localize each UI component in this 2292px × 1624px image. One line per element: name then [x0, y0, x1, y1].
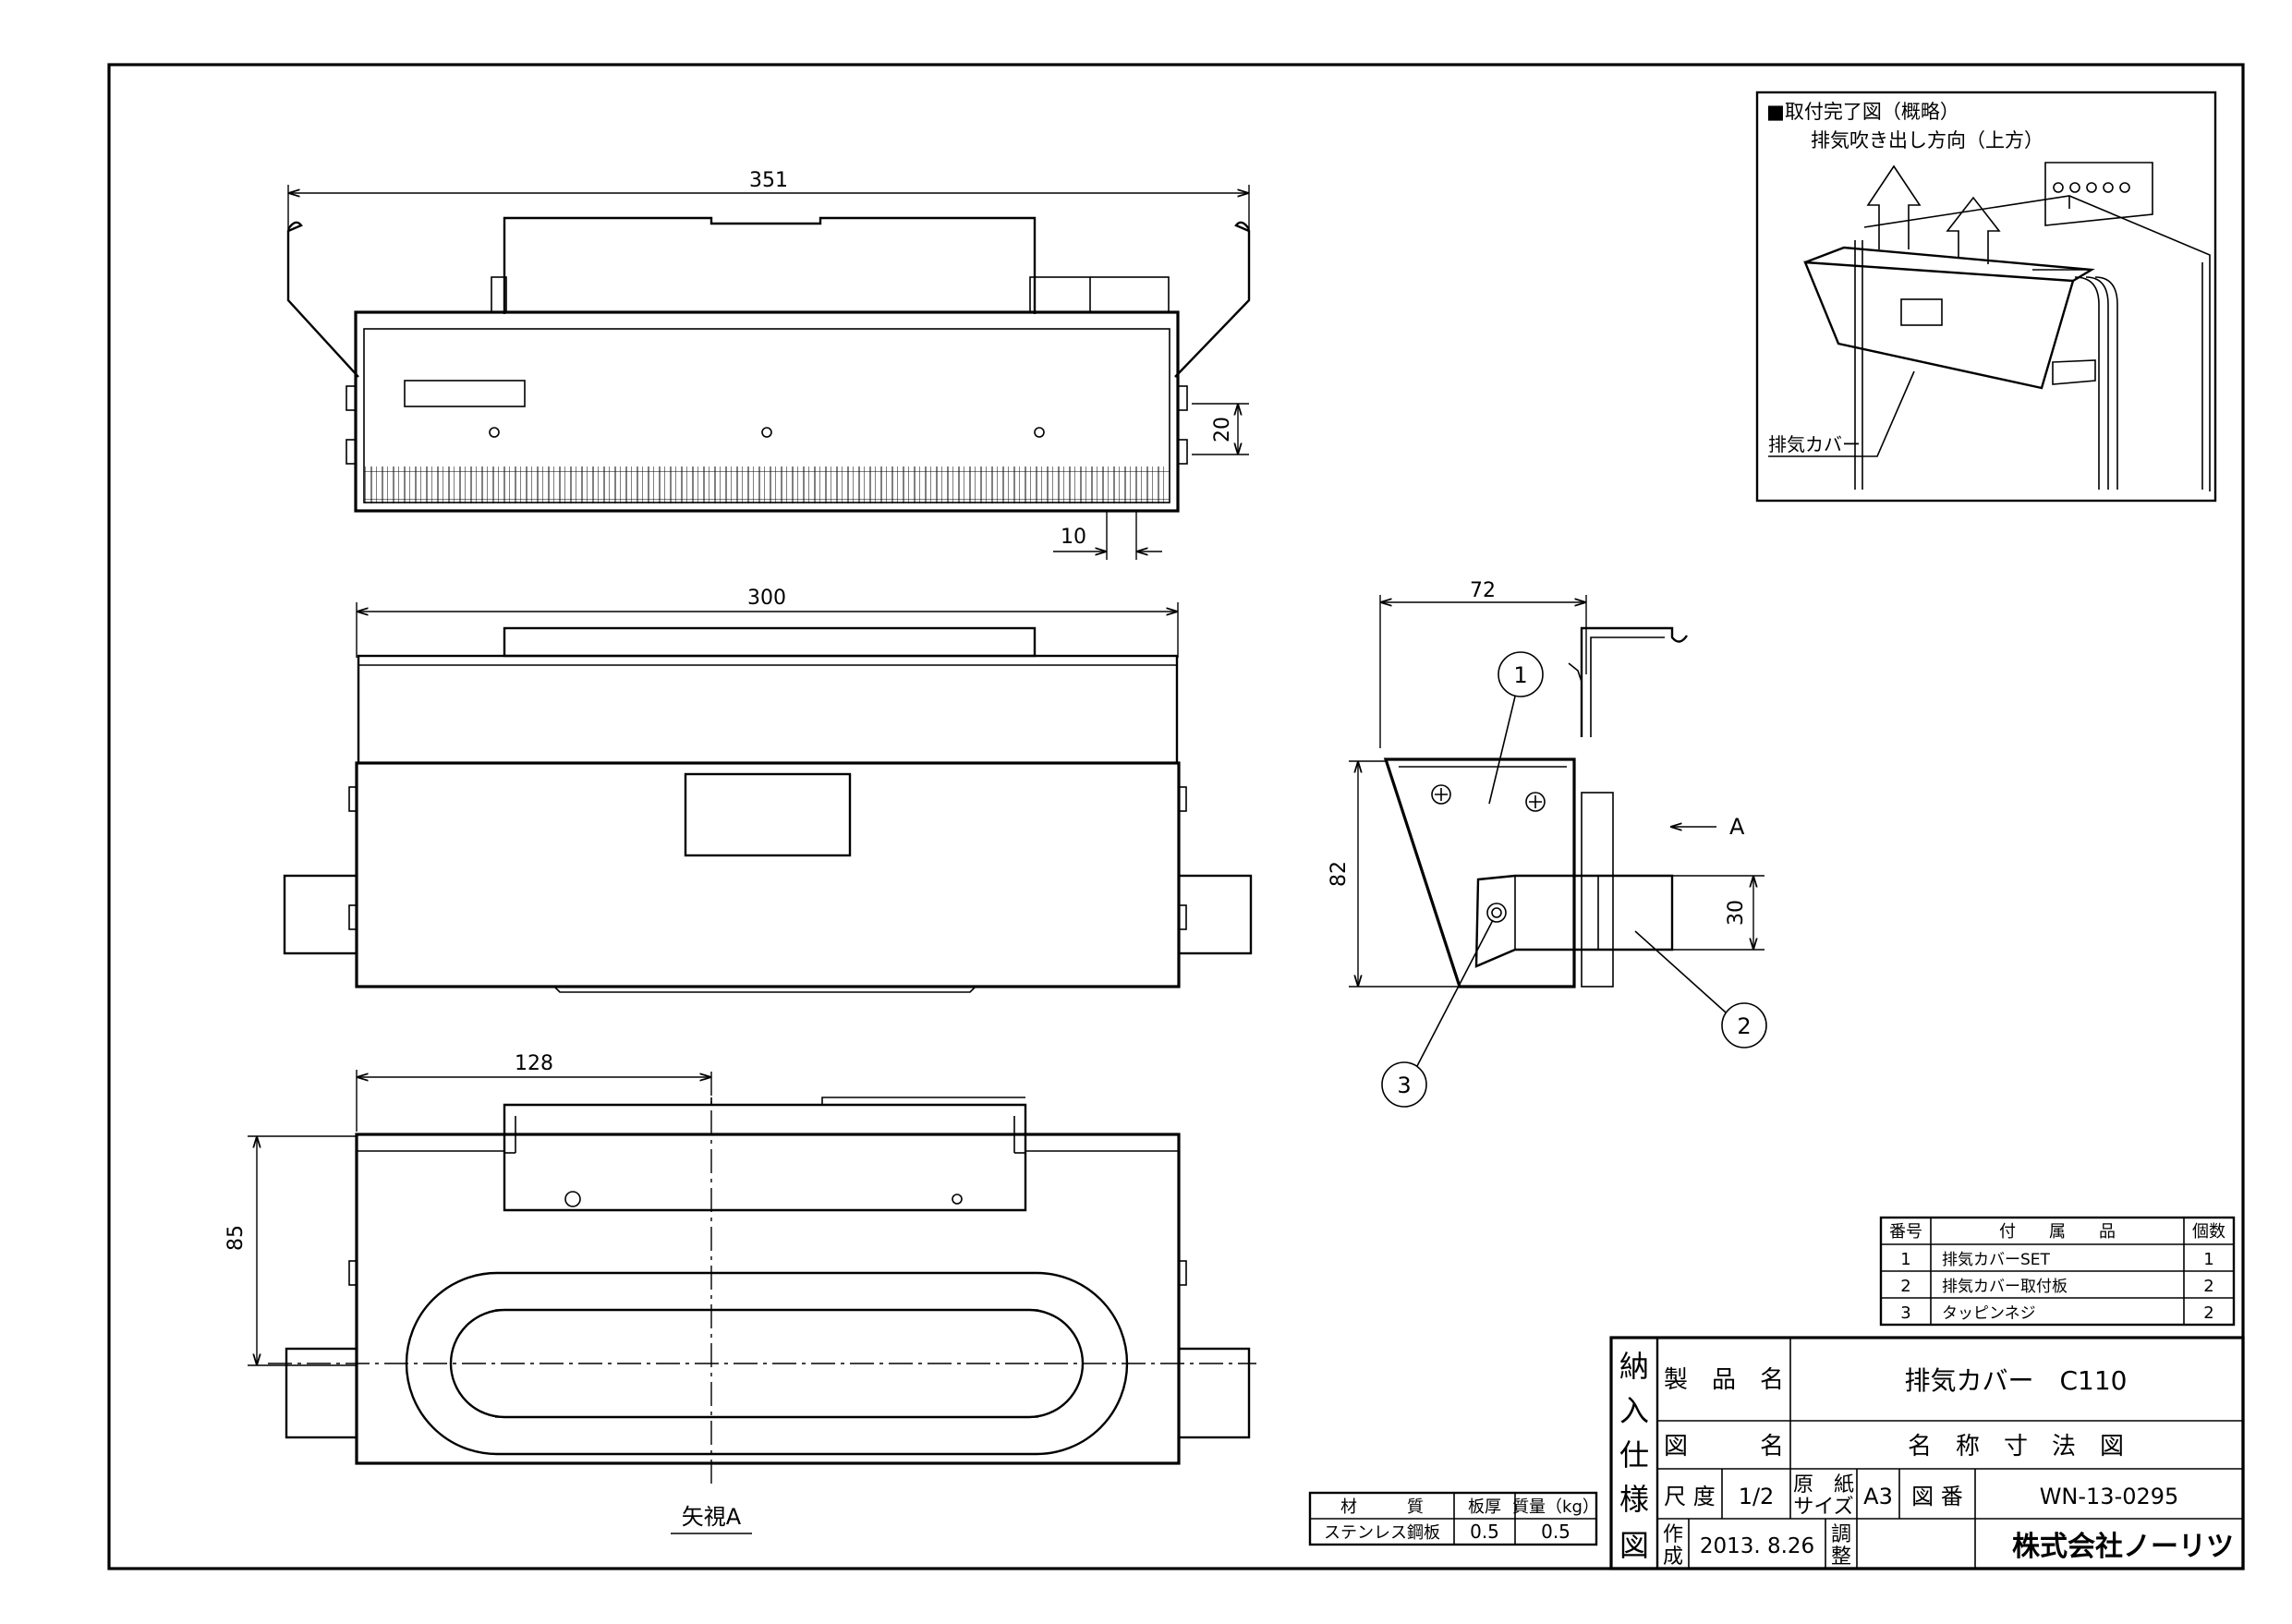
- install-cover-label: 排気カバー: [1768, 433, 1861, 455]
- dim-bottom-offset: 128: [515, 1052, 553, 1075]
- product-name-label: 製 品 名: [1664, 1366, 1784, 1394]
- dim-side-bracket: 30: [1725, 900, 1748, 926]
- mass-value: 0.5: [1541, 1521, 1570, 1543]
- scale-label: 尺 度: [1664, 1484, 1716, 1509]
- svg-text:整: 整: [1831, 1545, 1851, 1569]
- svg-text:2: 2: [1737, 1013, 1751, 1039]
- svg-text:図: 図: [1619, 1528, 1649, 1563]
- svg-text:板厚: 板厚: [1468, 1497, 1501, 1517]
- front-view: 300: [283, 587, 1253, 993]
- dim-front-width: 300: [747, 587, 786, 610]
- install-figure: ■取付完了図（概略） 排気吹き出し方向（上方） 排気カバー: [1755, 91, 2217, 503]
- parts-row-3-name: タッピンネジ: [1942, 1304, 2036, 1323]
- title-block: 納 入 仕 様 図 製 品 名 排気カバー C110 図 名 名 称 寸 法 図…: [1609, 1336, 2245, 1570]
- created-date: 2013. 8.26: [1700, 1534, 1814, 1558]
- balloon-2: [1721, 1002, 1767, 1048]
- drawing-name: 名 称 寸 法 図: [1908, 1433, 2124, 1460]
- svg-text:質量（kg）: 質量（kg）: [1512, 1497, 1599, 1517]
- svg-text:成: 成: [1663, 1545, 1683, 1569]
- svg-text:入: 入: [1619, 1393, 1649, 1428]
- parts-row-3-qty: 2: [2203, 1303, 2213, 1323]
- svg-text:納: 納: [1619, 1349, 1649, 1384]
- parts-row-1-qty: 1: [2203, 1250, 2213, 1269]
- parts-row-2-no: 2: [1900, 1277, 1910, 1296]
- dim-side-depth: 72: [1470, 579, 1496, 602]
- parts-row-2-qty: 2: [2203, 1277, 2213, 1296]
- svg-text:サイズ: サイズ: [1793, 1496, 1853, 1519]
- side-view: 72 82 30 A 1: [1328, 579, 1767, 1108]
- company-name: 株式会社ノーリツ: [2012, 1531, 2234, 1563]
- balloon-3: [1381, 1061, 1427, 1108]
- svg-text:1: 1: [1513, 662, 1527, 688]
- product-name: 排気カバー C110: [1905, 1365, 2128, 1396]
- svg-text:付 属 品: 付 属 品: [1999, 1222, 2116, 1242]
- scale-value: 1/2: [1739, 1484, 1775, 1509]
- dim-side-height: 82: [1328, 861, 1351, 887]
- balloon-1: [1498, 651, 1544, 697]
- svg-text:材 質: 材 質: [1340, 1497, 1424, 1517]
- svg-text:番号: 番号: [1889, 1222, 1922, 1242]
- dim-top-offset: 10: [1061, 526, 1086, 549]
- dim-bottom-height: 85: [224, 1225, 248, 1251]
- material-value: ステンレス鋼板: [1324, 1523, 1440, 1543]
- drawing-no-label: 図 番: [1911, 1484, 1963, 1509]
- svg-text:3: 3: [1397, 1073, 1411, 1098]
- paper-value: A3: [1863, 1484, 1893, 1509]
- svg-text:様: 様: [1619, 1482, 1649, 1517]
- install-subtitle: 排気吹き出し方向（上方）: [1811, 129, 2043, 151]
- svg-text:作: 作: [1663, 1523, 1683, 1546]
- parts-table: 番号 付 属 品 個数 1 排気カバーSET 1 2 排気カバー取付板 2 3 …: [1879, 1216, 2236, 1327]
- parts-row-1-no: 1: [1900, 1250, 1910, 1269]
- svg-text:個数: 個数: [2192, 1222, 2225, 1242]
- parts-row-2-name: 排気カバー取付板: [1942, 1278, 2068, 1296]
- bottom-view: 128 85 矢視A: [224, 1052, 1256, 1534]
- dim-top-width: 351: [749, 169, 788, 192]
- arrow-a-label: A: [1729, 814, 1745, 840]
- view-a-label: 矢視A: [682, 1504, 742, 1530]
- drawing-no: WN-13-0295: [2040, 1484, 2179, 1509]
- svg-text:原 紙: 原 紙: [1793, 1473, 1854, 1497]
- thickness-value: 0.5: [1470, 1521, 1499, 1543]
- dim-top-pitch: 20: [1211, 417, 1234, 442]
- svg-text:仕: 仕: [1619, 1437, 1649, 1473]
- material-table: 材 質 板厚 質量（kg） ステンレス鋼板 0.5 0.5: [1308, 1491, 1599, 1546]
- install-title: ■取付完了図（概略）: [1766, 101, 1959, 123]
- parts-row-1-name: 排気カバーSET: [1942, 1251, 2051, 1269]
- svg-text:調: 調: [1831, 1523, 1851, 1546]
- drawing-name-label: 図 名: [1664, 1433, 1784, 1460]
- top-view: 351 20 10: [286, 169, 1251, 560]
- parts-row-3-no: 3: [1900, 1303, 1910, 1323]
- sheet-border: [107, 63, 2245, 1570]
